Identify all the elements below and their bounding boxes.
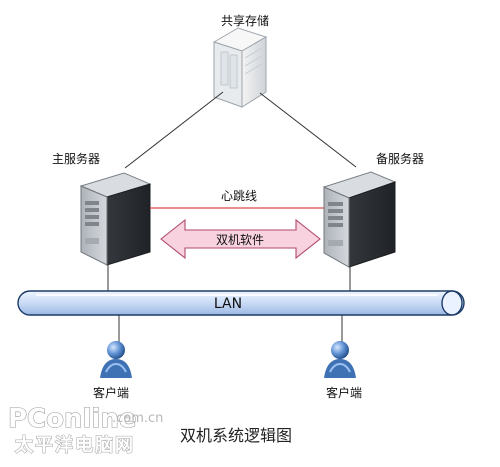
watermark: PConline .com.cn 太平洋电脑网	[7, 403, 163, 456]
client-left-person-icon	[100, 341, 132, 378]
shared-storage	[212, 27, 268, 108]
watermark-cn: 太平洋电脑网	[15, 434, 135, 456]
primary-server	[79, 172, 152, 266]
diagram-caption: 双机系统逻辑图	[180, 426, 292, 445]
primary-server-label: 主服务器	[52, 151, 100, 166]
lan-bus	[17, 290, 465, 316]
dual-machine-software-label: 双机软件	[216, 233, 264, 247]
heartbeat-label: 心跳线	[221, 189, 257, 203]
dual-software-double-arrow	[160, 218, 321, 260]
watermark-domain: .com.cn	[112, 411, 163, 426]
watermark-brand: PConline	[8, 404, 136, 434]
shared-storage-label: 共享存储	[221, 13, 269, 28]
client-right-label: 客户端	[326, 385, 362, 400]
lan-label: LAN	[214, 296, 242, 312]
storage-to-backup-line	[259, 92, 357, 168]
storage-to-primary-line	[124, 91, 224, 169]
backup-server-label: 备服务器	[376, 151, 424, 166]
client-right-person-icon	[324, 341, 356, 378]
client-left-label: 客户端	[93, 385, 129, 400]
backup-server	[322, 171, 397, 268]
